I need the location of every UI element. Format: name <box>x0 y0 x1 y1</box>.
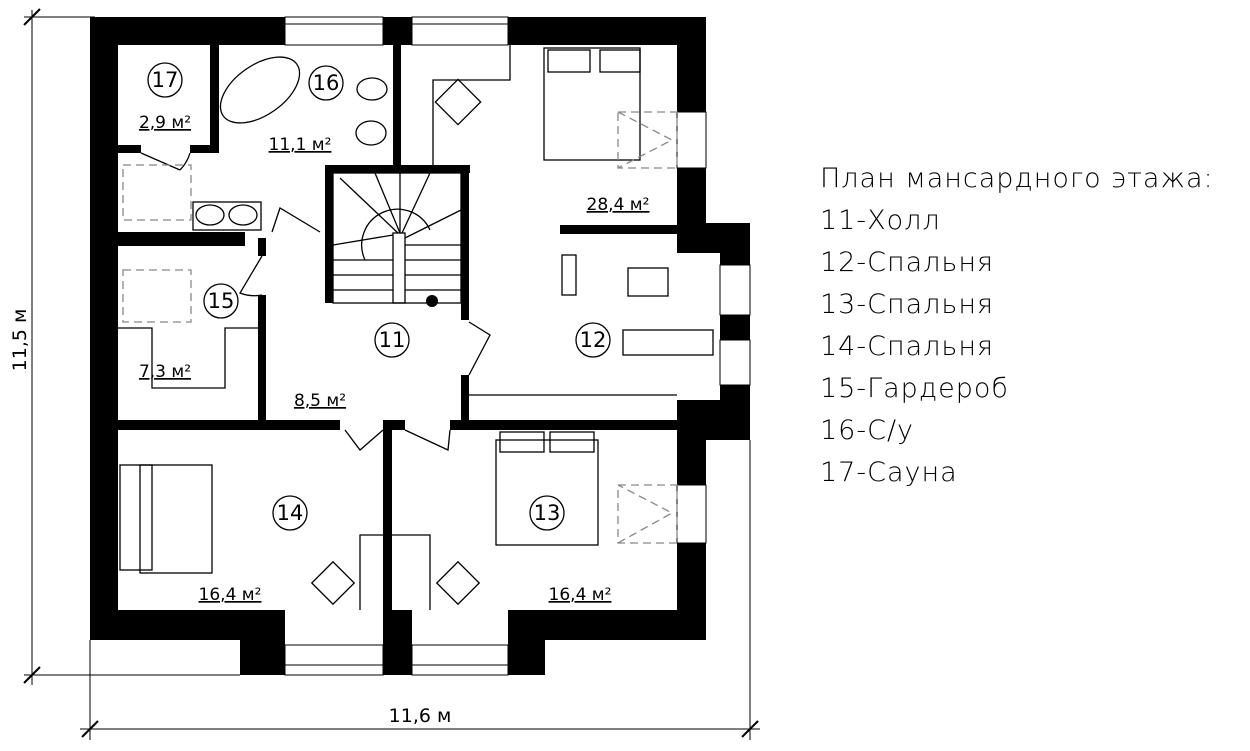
room-11: 11 8,5 м² <box>294 322 410 411</box>
room-area: 16,4 м² <box>549 585 612 605</box>
staircase <box>332 172 462 307</box>
legend-item: 12-Спальня <box>820 247 994 278</box>
room-area: 16,4 м² <box>199 585 262 605</box>
room-number: 17 <box>152 68 179 92</box>
dimension-lines <box>23 8 760 740</box>
room-12: 12 28,4 м² <box>575 195 650 358</box>
room-area: 28,4 м² <box>587 195 650 215</box>
room-16: 16 11,1 м² <box>269 65 344 155</box>
legend-item: 13-Спальня <box>820 289 994 320</box>
legend-item: 16-С/у <box>820 415 915 446</box>
room-14: 14 16,4 м² <box>199 495 308 605</box>
room-area: 7,3 м² <box>139 362 191 382</box>
legend-title: План мансардного этажа: <box>820 163 1214 194</box>
room-number: 11 <box>379 328 406 352</box>
room-number: 16 <box>313 71 340 95</box>
room-13: 13 16,4 м² <box>529 495 612 605</box>
room-legend: План мансардного этажа: 11-Холл 12-Спаль… <box>820 158 1214 494</box>
width-dimension: 11,6 м <box>389 705 452 727</box>
room-area: 8,5 м² <box>294 391 346 411</box>
doors <box>140 152 491 451</box>
interior-walls <box>118 45 677 610</box>
legend-item: 11-Холл <box>820 205 941 236</box>
room-area: 2,9 м² <box>139 113 191 133</box>
room-number: 12 <box>580 328 607 352</box>
room-15: 15 7,3 м² <box>139 283 239 382</box>
room-17: 17 2,9 м² <box>139 62 191 133</box>
room-number: 13 <box>534 501 561 525</box>
height-dimension: 11,5 м <box>9 309 31 372</box>
legend-item: 14-Спальня <box>820 331 994 362</box>
legend-item: 15-Гардероб <box>820 373 1009 404</box>
exterior-walls <box>90 16 751 676</box>
room-number: 14 <box>277 501 304 525</box>
legend-item: 17-Сауна <box>820 457 958 488</box>
room-number: 15 <box>208 289 235 313</box>
furniture <box>118 45 714 610</box>
room-area: 11,1 м² <box>269 135 332 155</box>
